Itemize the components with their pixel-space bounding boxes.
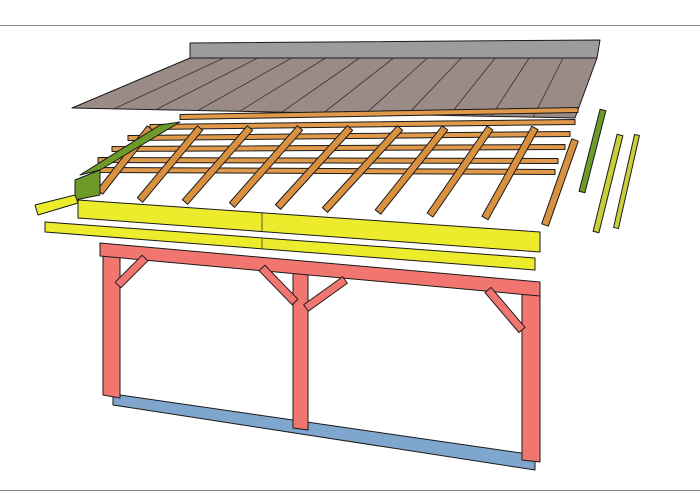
purlin	[149, 119, 576, 130]
purlin	[179, 107, 579, 120]
roof-ridge-flashing	[189, 39, 601, 59]
knee-brace	[303, 276, 348, 312]
left-fascia-board	[74, 169, 101, 201]
middle-post	[292, 267, 309, 431]
left-post	[102, 247, 121, 399]
bottom-border-line	[0, 490, 700, 491]
left-barge-board	[79, 121, 181, 176]
knee-brace	[258, 264, 299, 306]
right-fascia-board	[578, 108, 607, 194]
front-header-beam	[77, 199, 541, 253]
top-border-line	[0, 25, 700, 26]
right-post	[521, 284, 541, 463]
purlin	[111, 144, 566, 152]
rafter	[274, 125, 354, 210]
frame-group	[99, 242, 541, 471]
rafter	[181, 125, 254, 205]
rafter	[136, 125, 204, 203]
roof-panel-seam	[407, 57, 462, 115]
side-trim-group	[34, 108, 640, 234]
rafter	[481, 125, 539, 221]
roof-panel-seam	[155, 57, 259, 111]
lower-fascia-board	[44, 221, 536, 271]
left-end-board	[34, 194, 79, 216]
rafter	[228, 125, 304, 208]
beams-group	[44, 199, 541, 271]
roof-panel-seam	[281, 57, 360, 113]
right-trim-board	[592, 133, 624, 234]
roof-panel-seam	[197, 57, 292, 111]
roof-panel-seam	[448, 57, 496, 116]
roof-panel-seam	[365, 57, 428, 115]
rafter	[426, 125, 494, 218]
right-end-rafter	[541, 138, 579, 227]
knee-brace	[114, 254, 149, 289]
roof-panel-seam	[490, 57, 530, 117]
top-tie-beam	[99, 242, 541, 297]
bottom-sill-beam	[112, 393, 536, 471]
knee-brace	[484, 286, 526, 334]
roof-panel-seam	[323, 57, 394, 114]
right-trim-strip	[613, 133, 640, 230]
roof-group	[71, 39, 601, 119]
rafter	[374, 125, 449, 215]
roof-panel-seam	[113, 57, 225, 110]
roof-panel-seam	[532, 57, 564, 118]
rafter	[321, 125, 404, 213]
roof-panel-seam	[239, 57, 326, 112]
purlin	[97, 157, 559, 164]
